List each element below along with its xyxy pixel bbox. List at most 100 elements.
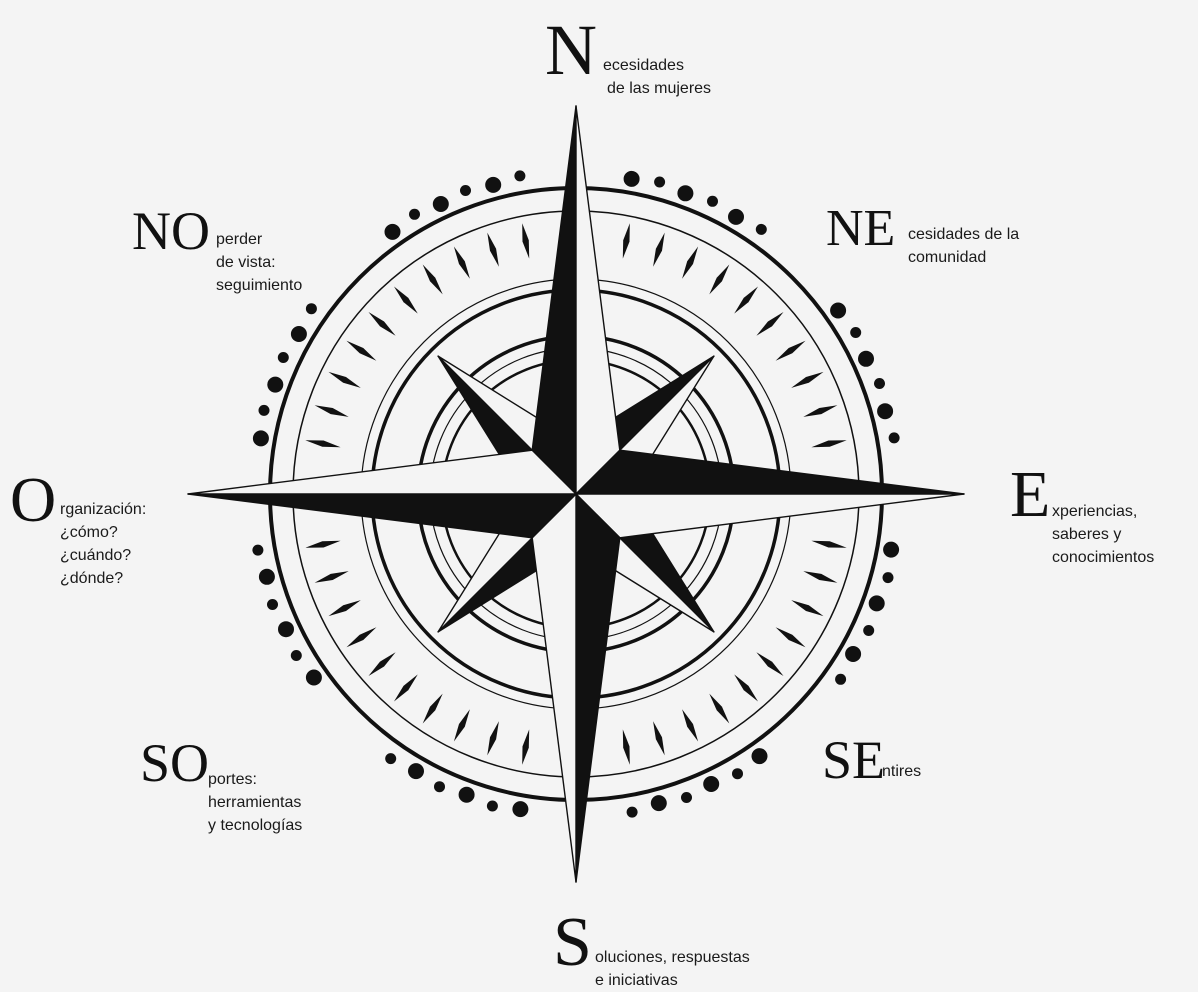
ring-dot bbox=[728, 209, 744, 225]
label-southwest-text: portes: herramientas y tecnologías bbox=[208, 768, 302, 837]
label-west-letter: O bbox=[10, 468, 56, 532]
tick-mark bbox=[734, 287, 758, 314]
label-northwest-line: perder bbox=[216, 228, 302, 251]
label-northeast-line: cesidades de la bbox=[908, 223, 1019, 246]
ring-dot bbox=[485, 177, 501, 193]
ring-dot bbox=[681, 792, 692, 803]
tick-mark bbox=[329, 372, 361, 388]
ring-dot bbox=[830, 303, 846, 319]
tick-mark bbox=[454, 247, 470, 279]
label-east-line: xperiencias, bbox=[1052, 500, 1154, 523]
label-west-line: ¿cuándo? bbox=[60, 544, 146, 567]
ring-dot bbox=[291, 326, 307, 342]
star-cardinal-point-light bbox=[576, 494, 964, 538]
label-southeast-letter: SE bbox=[822, 733, 885, 787]
ring-dot bbox=[291, 650, 302, 661]
tick-mark bbox=[623, 729, 630, 764]
label-north-line: de las mujeres bbox=[607, 77, 711, 100]
tick-mark bbox=[315, 571, 349, 583]
ring-dot bbox=[883, 572, 894, 583]
ring-dot bbox=[278, 621, 294, 637]
ring-dot bbox=[514, 170, 525, 181]
ring-dot bbox=[651, 795, 667, 811]
label-northeast-letter: NE bbox=[826, 203, 895, 255]
tick-mark bbox=[653, 721, 665, 755]
label-south-line: oluciones, respuestas bbox=[595, 946, 750, 969]
label-northwest-line: seguimiento bbox=[216, 274, 302, 297]
ring-dot bbox=[624, 171, 640, 187]
ring-dot bbox=[267, 599, 278, 610]
star-cardinal-point-dark bbox=[188, 494, 576, 538]
ring-dot bbox=[707, 196, 718, 207]
label-west-text: rganización: ¿cómo? ¿cuándo? ¿dónde? bbox=[60, 498, 146, 590]
ring-dot bbox=[835, 674, 846, 685]
ring-dot bbox=[845, 646, 861, 662]
tick-mark bbox=[811, 541, 846, 548]
label-west-line: ¿dónde? bbox=[60, 567, 146, 590]
ring-dot bbox=[756, 224, 767, 235]
ring-dot bbox=[259, 405, 270, 416]
ring-dot bbox=[434, 781, 445, 792]
tick-mark bbox=[347, 627, 377, 647]
ring-dot bbox=[433, 196, 449, 212]
ring-dot bbox=[677, 185, 693, 201]
tick-mark bbox=[329, 600, 361, 616]
ring-dot bbox=[654, 177, 665, 188]
ring-dot bbox=[487, 801, 498, 812]
ring-dot bbox=[385, 753, 396, 764]
ring-dot bbox=[850, 327, 861, 338]
ring-dot bbox=[627, 807, 638, 818]
tick-mark bbox=[522, 729, 529, 764]
tick-mark bbox=[803, 571, 837, 583]
ring-dot bbox=[278, 352, 289, 363]
star-cardinal-point-dark bbox=[576, 494, 620, 882]
label-northwest-text: perder de vista: seguimiento bbox=[216, 228, 302, 297]
tick-mark bbox=[305, 541, 340, 548]
label-north-text: ecesidades de las mujeres bbox=[603, 54, 711, 100]
label-east-line: conocimientos bbox=[1052, 546, 1154, 569]
label-southwest-line: portes: bbox=[208, 768, 302, 791]
ring-dot bbox=[752, 748, 768, 764]
label-north-letter: N bbox=[545, 14, 597, 86]
star-cardinal-point-dark bbox=[576, 450, 964, 494]
label-south-letter: S bbox=[553, 908, 592, 978]
label-southwest-line: y tecnologías bbox=[208, 814, 302, 837]
tick-mark bbox=[394, 287, 418, 314]
tick-mark bbox=[369, 652, 396, 676]
ring-dot bbox=[512, 801, 528, 817]
label-northeast-line: comunidad bbox=[908, 246, 1019, 269]
label-northeast-text: cesidades de la comunidad bbox=[908, 223, 1019, 269]
tick-mark bbox=[776, 627, 806, 647]
tick-mark bbox=[791, 600, 823, 616]
star-cardinal-point-light bbox=[188, 450, 576, 494]
star-cardinal-point-dark bbox=[532, 106, 576, 494]
ring-dot bbox=[460, 185, 471, 196]
star-cardinal-point-light bbox=[576, 106, 620, 494]
ring-dot bbox=[863, 625, 874, 636]
label-west-line: ¿cómo? bbox=[60, 521, 146, 544]
label-south-text: oluciones, respuestas e iniciativas bbox=[595, 946, 750, 992]
label-southeast-line: ntires bbox=[882, 760, 921, 783]
tick-mark bbox=[423, 694, 443, 724]
tick-mark bbox=[682, 247, 698, 279]
label-east-line: saberes y bbox=[1052, 523, 1154, 546]
tick-mark bbox=[811, 440, 846, 447]
ring-dot bbox=[306, 303, 317, 314]
label-northwest-line: de vista: bbox=[216, 251, 302, 274]
label-southwest-line: herramientas bbox=[208, 791, 302, 814]
tick-mark bbox=[734, 674, 758, 701]
tick-mark bbox=[682, 709, 698, 741]
ring-dot bbox=[889, 432, 900, 443]
tick-mark bbox=[776, 341, 806, 361]
tick-mark bbox=[709, 265, 729, 295]
tick-mark bbox=[347, 341, 377, 361]
label-east-letter: E bbox=[1010, 462, 1050, 528]
tick-mark bbox=[487, 233, 499, 267]
ring-dot bbox=[883, 542, 899, 558]
tick-mark bbox=[653, 233, 665, 267]
label-west-line: rganización: bbox=[60, 498, 146, 521]
tick-mark bbox=[791, 372, 823, 388]
tick-mark bbox=[454, 709, 470, 741]
tick-mark bbox=[305, 440, 340, 447]
label-northwest-letter: NO bbox=[132, 204, 210, 258]
